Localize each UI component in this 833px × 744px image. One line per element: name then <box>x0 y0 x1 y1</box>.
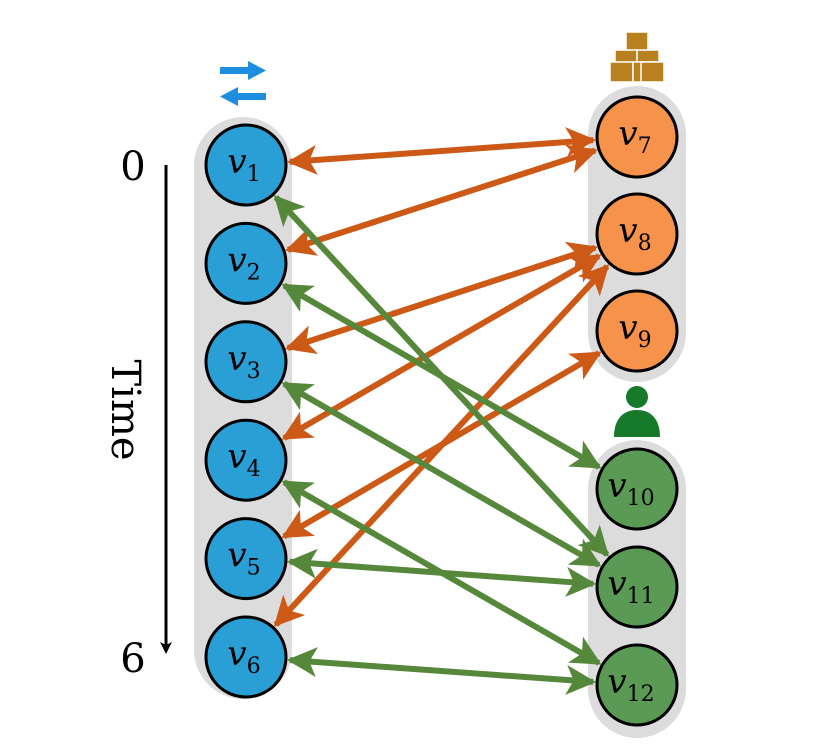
edge-v2-v7 <box>285 144 598 256</box>
nodes-layer: v1 v2 v3 v4 v5 v6 v7 v8 v9 v10 v11 v12 <box>204 95 679 727</box>
node-label: v4 <box>227 437 260 482</box>
node-circle <box>595 192 679 276</box>
node-circle <box>204 221 288 305</box>
edge-v5-v11 <box>286 548 597 597</box>
time-axis-label: Time <box>102 359 148 460</box>
node-label: v2 <box>227 240 260 285</box>
node-circle <box>595 95 679 179</box>
time-start-label: 0 <box>120 144 145 190</box>
node-label: v6 <box>227 634 260 679</box>
node-circle <box>595 289 679 373</box>
node-label: v7 <box>618 114 651 159</box>
stacked-boxes-icon <box>609 31 665 83</box>
edge-v2-v10 <box>281 282 602 470</box>
node-circle <box>204 615 288 699</box>
edge-v1-v7 <box>286 127 597 175</box>
node-v8: v8 <box>595 192 679 276</box>
node-v5: v5 <box>204 517 288 601</box>
edge-v3-v11 <box>281 381 602 568</box>
node-label: v11 <box>607 564 654 609</box>
node-v10: v10 <box>595 447 679 531</box>
node-label: v10 <box>607 466 654 511</box>
node-label: v1 <box>227 142 260 187</box>
node-v12: v12 <box>595 643 679 727</box>
time-axis: 0 6 Time <box>102 144 172 682</box>
user-icon <box>614 386 660 437</box>
node-v6: v6 <box>204 615 288 699</box>
node-circle <box>595 545 679 629</box>
node-v1: v1 <box>204 123 288 207</box>
time-end-label: 6 <box>120 636 145 682</box>
node-label: v12 <box>607 662 654 707</box>
node-v4: v4 <box>204 418 288 502</box>
node-circle <box>204 320 288 404</box>
node-v11: v11 <box>595 545 679 629</box>
node-label: v3 <box>227 339 260 384</box>
node-circle <box>204 123 288 207</box>
node-circle <box>595 643 679 727</box>
node-circle <box>204 418 288 502</box>
node-v2: v2 <box>204 221 288 305</box>
node-circle <box>204 517 288 601</box>
edges-layer <box>273 127 610 695</box>
node-v9: v9 <box>595 289 679 373</box>
node-v7: v7 <box>595 95 679 179</box>
node-circle <box>595 447 679 531</box>
node-label: v9 <box>618 308 651 353</box>
node-v3: v3 <box>204 320 288 404</box>
node-label: v5 <box>227 536 260 581</box>
swap-arrows-icon <box>220 61 266 106</box>
edge-v6-v12 <box>286 647 597 695</box>
node-label: v8 <box>618 211 651 256</box>
